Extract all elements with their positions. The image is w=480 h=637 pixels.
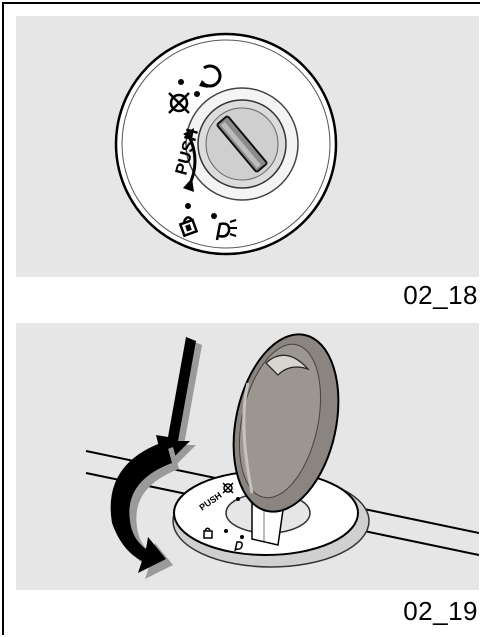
push-arrow-head-up: [183, 128, 194, 140]
parking-light-icon: [215, 219, 237, 241]
figure-caption-02-19: 02_19: [403, 596, 478, 626]
position-dot: [236, 497, 240, 501]
position-dot-park: [240, 535, 244, 539]
seat-lock-icon: [178, 216, 199, 238]
ignition-off-icon-small: [222, 482, 234, 494]
dial-inner-ring: [121, 39, 331, 249]
ignition-off-icon: [168, 92, 190, 114]
seat-lock-icon-small: [203, 527, 213, 539]
ignition-dial-illustration: PUSH: [114, 32, 338, 256]
position-dot-seat: [224, 529, 228, 533]
ignition-on-icon: [199, 64, 222, 88]
parking-light-icon-small: [234, 541, 243, 552]
position-dot-park: [211, 213, 217, 219]
figure-caption-02-18: 02_18: [403, 280, 478, 310]
position-dot-on: [194, 91, 200, 97]
figure-02-18-panel: PUSH: [16, 16, 479, 277]
figure-02-19-panel: PUSH: [16, 323, 479, 590]
key-head-highlight: [265, 354, 311, 376]
position-dot-off: [178, 79, 184, 85]
key-slot: [216, 115, 268, 173]
turn-arrow: [110, 441, 179, 579]
key-head: [232, 333, 340, 513]
key-insertion-illustration: PUSH: [85, 333, 479, 579]
push-arrow-head-down: [183, 178, 194, 192]
position-dot-seat: [185, 203, 191, 209]
push-down-arrow: [156, 337, 202, 471]
